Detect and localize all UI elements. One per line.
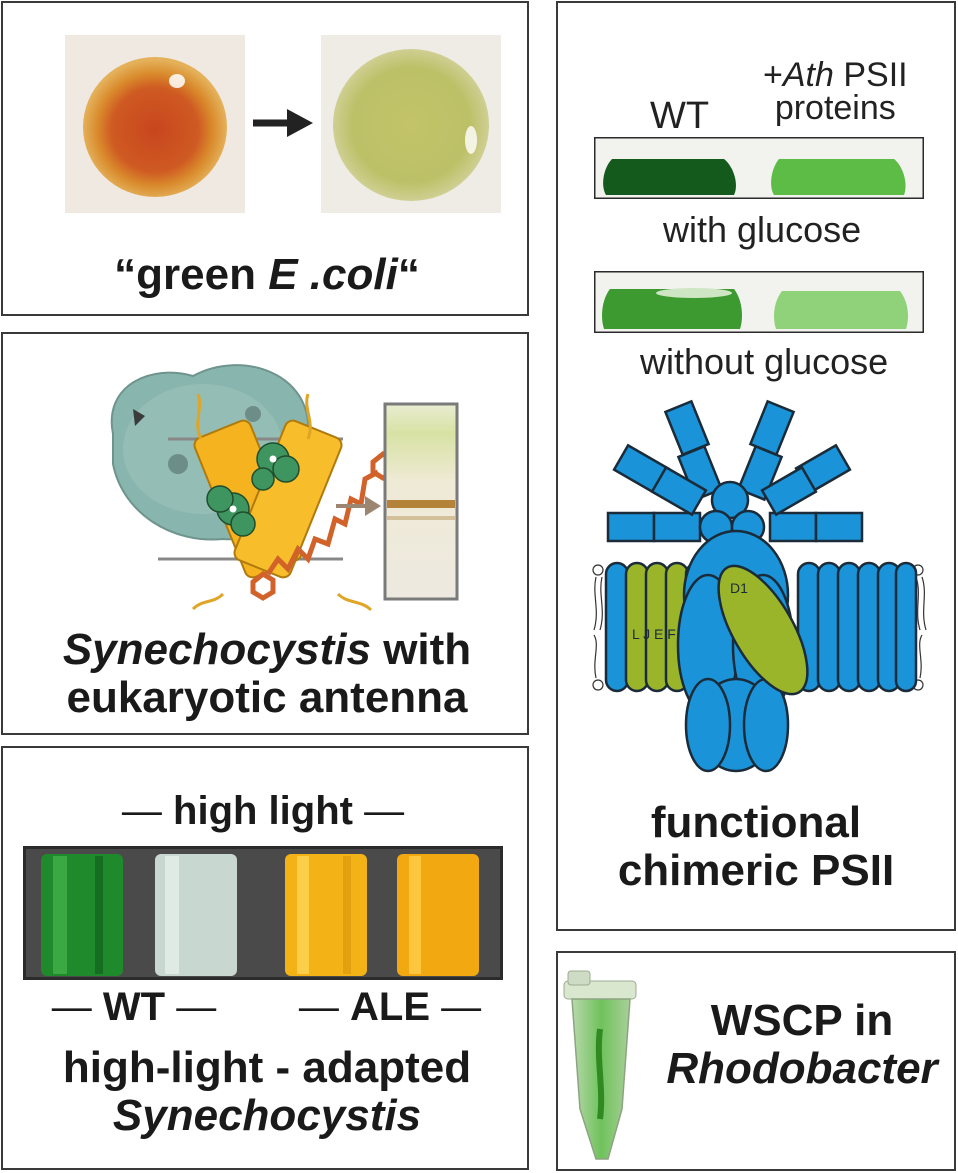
wscp-caption: WSCP in Rhodobacter	[666, 996, 938, 1093]
eppendorf-tube-photo	[563, 970, 637, 1160]
ecoli-caption: “green E .coli“	[114, 250, 420, 299]
ecoli-red-colony-image	[65, 35, 245, 213]
without-glucose-label: without glucose	[640, 341, 889, 382]
high-light-header: — high light —	[121, 789, 405, 833]
ljef-label: L J E F	[632, 626, 676, 642]
tube-ale-1	[285, 854, 367, 976]
ale-tube-label: — ALE —	[298, 985, 482, 1029]
psii-wt-label: WT	[650, 95, 710, 137]
d1-label: D1	[730, 580, 748, 596]
transmembrane-helices	[604, 561, 918, 693]
tube-wt-bleached	[155, 854, 237, 976]
gel-strip-image	[383, 402, 459, 601]
wt-tube-label: — WT —	[51, 985, 217, 1029]
panel-chimeric-psii: WT +Ath PSII proteins with glucose witho…	[556, 1, 956, 931]
with-glucose-label: with glucose	[663, 209, 862, 250]
flasks-with-glucose-photo	[594, 137, 924, 199]
antenna-protein	[193, 419, 343, 579]
psii-structure-diagram: D1 L J E F	[592, 399, 927, 773]
tube-wt	[41, 854, 123, 976]
tube-ale-2	[397, 854, 479, 976]
synechocystis-antenna-caption: Synechocystis with eukaryotic antenna	[62, 625, 472, 722]
flasks-without-glucose-photo	[594, 271, 924, 333]
panel-synechocystis-antenna: Synechocystis with eukaryotic antenna	[1, 332, 529, 735]
high-light-caption: high-light - adapted Synechocystis	[62, 1043, 472, 1140]
d1-subunit	[717, 564, 809, 696]
antenna-diagram	[110, 364, 459, 612]
culture-tubes-photo	[23, 846, 503, 980]
ecoli-green-colony-image	[321, 35, 501, 213]
arrow-right-icon	[253, 109, 313, 137]
panel-wscp-rhodobacter: WSCP in Rhodobacter	[556, 951, 956, 1171]
psii-ath-label: +Ath PSII proteins	[763, 56, 908, 128]
light-harvesting-antenna-arms	[606, 399, 864, 545]
panel-high-light: — high light — — WT — — ALE —	[1, 746, 529, 1170]
chlorophyll-rosettes	[206, 442, 300, 537]
chimeric-psii-caption: functional chimeric PSII	[617, 798, 895, 895]
panel-green-ecoli: “green E .coli“	[1, 1, 529, 316]
